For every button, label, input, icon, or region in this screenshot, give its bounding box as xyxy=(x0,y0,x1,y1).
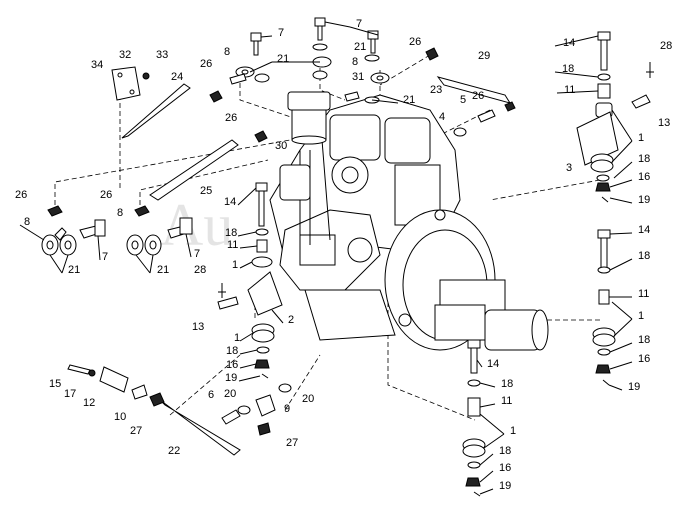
callout-12: 12 xyxy=(83,397,95,409)
callout-1: 1 xyxy=(232,259,238,271)
watermark: Au xyxy=(160,192,233,258)
callout-7: 7 xyxy=(356,18,362,30)
callout-11: 11 xyxy=(638,288,649,300)
callout-22: 22 xyxy=(168,445,180,457)
callout-7: 7 xyxy=(278,27,284,39)
callout-5: 5 xyxy=(460,94,466,106)
callout-17: 17 xyxy=(64,388,76,400)
plate-34 xyxy=(111,66,150,101)
callout-18: 18 xyxy=(225,227,237,239)
callout-1: 1 xyxy=(510,425,516,437)
callout-4: 4 xyxy=(439,111,445,123)
callout-31: 31 xyxy=(352,71,364,83)
callout-30: 30 xyxy=(275,140,287,152)
callout-21: 21 xyxy=(403,94,415,106)
engine-assembly xyxy=(269,91,549,351)
callout-1: 1 xyxy=(638,132,644,144)
callout-18: 18 xyxy=(638,334,650,346)
callout-16: 16 xyxy=(638,171,650,183)
callout-18: 18 xyxy=(562,63,574,75)
callout-26: 26 xyxy=(225,112,237,124)
callout-24: 24 xyxy=(171,71,183,83)
callout-15: 15 xyxy=(49,378,61,390)
rods xyxy=(121,76,512,456)
callout-1: 1 xyxy=(234,332,240,344)
callout-26: 26 xyxy=(472,90,484,102)
callout-3: 3 xyxy=(566,162,572,174)
callout-14: 14 xyxy=(487,358,499,370)
callout-32: 32 xyxy=(119,49,131,61)
left-center-mount xyxy=(217,182,283,379)
callout-20: 20 xyxy=(224,388,236,400)
callout-21: 21 xyxy=(277,53,289,65)
callout-33: 33 xyxy=(156,49,168,61)
callout-11: 11 xyxy=(564,84,575,96)
callout-19: 19 xyxy=(638,194,650,206)
callout-19: 19 xyxy=(225,372,237,384)
left-mount-hardware xyxy=(41,90,268,256)
callout-21: 21 xyxy=(157,264,169,276)
callout-14: 14 xyxy=(224,196,236,208)
callout-11: 11 xyxy=(227,239,238,251)
callout-34: 34 xyxy=(91,59,103,71)
callout-11: 11 xyxy=(501,395,512,407)
callout-18: 18 xyxy=(638,250,650,262)
callout-6: 6 xyxy=(208,389,214,401)
callout-28: 28 xyxy=(194,264,206,276)
right-middle-mount xyxy=(592,229,616,386)
callout-26: 26 xyxy=(100,189,112,201)
callout-8: 8 xyxy=(117,207,123,219)
callout-19: 19 xyxy=(628,381,640,393)
callout-8: 8 xyxy=(352,56,358,68)
callout-29: 29 xyxy=(478,50,490,62)
callout-18: 18 xyxy=(226,345,238,357)
callout-26: 26 xyxy=(200,58,212,70)
callout-27: 27 xyxy=(130,425,142,437)
callout-14: 14 xyxy=(563,37,575,49)
callout-7: 7 xyxy=(194,248,200,260)
right-top-mount xyxy=(576,31,654,203)
callout-16: 16 xyxy=(226,359,238,371)
callout-18: 18 xyxy=(638,153,650,165)
callout-23: 23 xyxy=(430,84,442,96)
callout-10: 10 xyxy=(114,411,126,423)
callout-8: 8 xyxy=(24,216,30,228)
callout-26: 26 xyxy=(15,189,27,201)
callout-26: 26 xyxy=(409,36,421,48)
callout-8: 8 xyxy=(224,46,230,58)
callout-21: 21 xyxy=(354,41,366,53)
callout-16: 16 xyxy=(638,353,650,365)
callout-9: 9 xyxy=(284,403,290,415)
leader-lines xyxy=(19,21,633,495)
callout-18: 18 xyxy=(501,378,513,390)
callout-13: 13 xyxy=(192,321,204,333)
callout-13: 13 xyxy=(658,117,670,129)
bottom-center-mount xyxy=(462,339,486,497)
callout-19: 19 xyxy=(499,480,511,492)
top-hardware xyxy=(229,17,516,137)
callout-16: 16 xyxy=(499,462,511,474)
callout-20: 20 xyxy=(302,393,314,405)
callout-27: 27 xyxy=(286,437,298,449)
callout-28: 28 xyxy=(660,40,672,52)
callout-14: 14 xyxy=(638,224,650,236)
callout-1: 1 xyxy=(638,310,644,322)
bottom-left-fittings xyxy=(67,364,292,436)
callout-25: 25 xyxy=(200,185,212,197)
callout-21: 21 xyxy=(68,264,80,276)
callout-7: 7 xyxy=(102,251,108,263)
callout-2: 2 xyxy=(288,314,294,326)
callout-18: 18 xyxy=(499,445,511,457)
